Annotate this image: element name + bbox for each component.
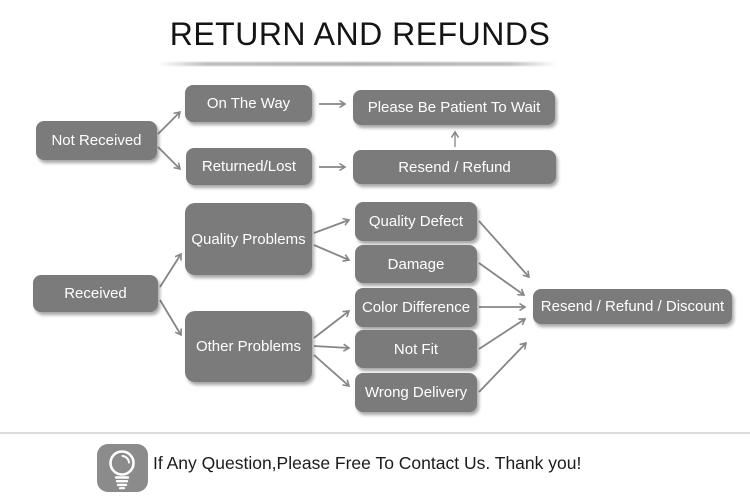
node-received: Received <box>33 275 158 312</box>
edge-other-problems-wrong-delivery <box>313 354 351 387</box>
edge-quality-defect-discount <box>478 220 530 279</box>
title-underline <box>158 62 557 66</box>
edge-other-problems-not-fit <box>313 343 351 352</box>
node-not-fit: Not Fit <box>355 330 477 368</box>
node-damage: Damage <box>355 245 477 283</box>
edge-received-quality-problems <box>159 252 182 288</box>
edge-received-other-problems <box>159 299 182 337</box>
footer-divider <box>0 432 750 434</box>
node-on-the-way: On The Way <box>185 85 312 122</box>
edge-not-received-on-the-way <box>157 110 182 135</box>
lightbulb-icon <box>97 444 148 492</box>
page-title: RETURN AND REFUNDS <box>169 16 551 52</box>
edge-quality-problems-damage <box>313 244 351 262</box>
node-quality-problems: Quality Problems <box>185 203 312 275</box>
edge-quality-problems-quality-defect <box>313 217 351 234</box>
node-returned-lost: Returned/Lost <box>186 148 312 185</box>
node-color-difference: Color Difference <box>355 288 477 327</box>
lightbulb-glyph <box>109 450 135 490</box>
node-wrong-delivery: Wrong Delivery <box>355 373 477 412</box>
edge-wrong-delivery-discount <box>478 341 528 393</box>
node-quality-defect: Quality Defect <box>355 202 477 241</box>
edge-other-problems-color-difference <box>313 310 351 339</box>
node-resend-refund: Resend / Refund <box>353 150 556 184</box>
node-other-problems: Other Problems <box>185 311 312 382</box>
edge-not-fit-discount <box>478 318 527 350</box>
edge-damage-discount <box>478 262 526 296</box>
edge-not-received-returned-lost <box>157 146 182 171</box>
node-not-received: Not Received <box>36 121 157 160</box>
footer-message: If Any Question,Please Free To Contact U… <box>153 452 582 473</box>
node-please-be-patient: Please Be Patient To Wait <box>353 90 555 125</box>
node-resend-refund-discount: Resend / Refund / Discount <box>533 289 732 324</box>
